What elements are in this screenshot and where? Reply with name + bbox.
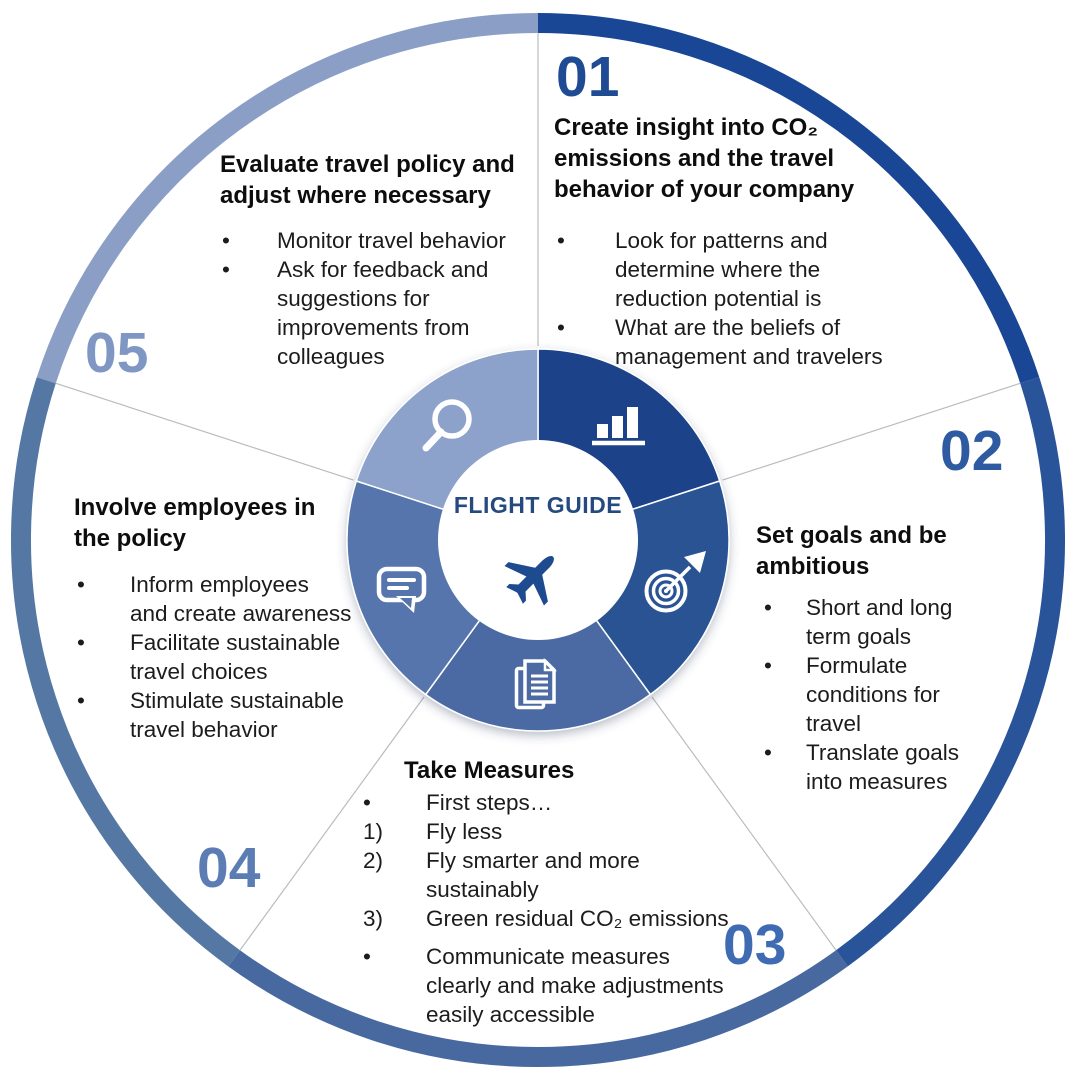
bullet-text: Inform employees and create awareness [130,572,352,626]
section-title-03: Take Measures [404,757,575,784]
bullet-marker: • [77,630,85,655]
outer-arc-04 [10,377,240,967]
documents-icon [514,657,558,710]
airplane-icon [504,556,554,606]
section-list-04: • Inform employees and create awareness … [77,570,377,744]
list-item: • Ask for feedback and suggestions for i… [222,255,552,371]
number-marker: 1) [363,819,384,844]
list-item: • Stimulate sustainable travel behavior [77,686,377,744]
section-title-02: Set goals and be ambitious [756,522,947,580]
slice-dividers [55,33,1021,951]
section-list-03: • First steps… 1) Fly less 2) Fly smarte… [363,788,793,1029]
center-title: FLIGHT GUIDE [453,492,623,518]
bullet-marker: • [764,653,772,678]
bullet-marker: • [363,790,371,815]
bullet-text: Short and long term goals [806,595,953,649]
list-item: • What are the beliefs of management and… [557,313,887,371]
number-marker: 2) [363,848,384,873]
list-item: • Inform employees and create awareness [77,570,377,628]
bullet-text: Fly less [426,819,503,844]
bullet-marker: • [764,740,772,765]
section-number-01: 01 [556,45,620,109]
number-marker: 3) [363,906,384,931]
section-number-04: 04 [197,836,261,900]
list-item: • Short and long term goals [764,593,994,651]
outer-arc-03 [228,950,848,1067]
bullet-marker: • [363,944,371,969]
outer-arc-02 [836,377,1066,967]
bullet-text: Formulate conditions for travel [806,653,940,736]
bullet-text: Fly smarter and more sustainably [426,848,640,902]
bullet-text: First steps… [426,790,553,815]
bullet-marker: • [557,315,565,340]
bullet-text: Translate goals into measures [806,740,959,794]
speech-bubble-icon [376,566,427,613]
list-item: • Facilitate sustainable travel choices [77,628,377,686]
section-title-05: Evaluate travel policy and adjust where … [220,151,515,209]
bullet-marker: • [77,688,85,713]
section-number-03: 03 [723,913,787,977]
center-circle [438,440,638,640]
list-item: • Translate goals into measures [764,738,994,796]
section-list-05: • Monitor travel behavior • Ask for feed… [222,226,552,371]
bullet-text: What are the beliefs of management and t… [615,315,883,369]
list-item: • Communicate measures clearly and make … [363,942,793,1029]
bullet-marker: • [764,595,772,620]
list-item: • First steps… [363,788,793,817]
magnifier-icon [422,399,472,452]
list-item: • Monitor travel behavior [222,226,552,255]
bullet-text: Stimulate sustainable travel behavior [130,688,344,742]
divider-04-05 [55,382,354,481]
bar-chart-icon [592,407,645,446]
bullet-text: Ask for feedback and suggestions for imp… [277,257,489,369]
bullet-marker: • [222,257,230,282]
divider-02-03 [651,696,837,951]
divider-01-02 [722,382,1021,481]
divider-03-04 [239,696,425,951]
list-item: • Look for patterns and determine where … [557,226,887,313]
section-title-01: Create insight into CO₂ emissions and th… [554,114,855,203]
section-title-04: Involve employees in the policy [74,494,316,552]
bullet-marker: • [557,228,565,253]
bullet-text: Communicate measures clearly and make ad… [426,944,724,1027]
outer-ring [10,13,1066,1067]
section-list-01: • Look for patterns and determine where … [557,226,887,371]
list-item: 3) Green residual CO₂ emissions [363,904,793,933]
section-list-02: • Short and long term goals • Formulate … [764,593,994,796]
list-item: 1) Fly less [363,817,793,846]
bullet-text: Look for patterns and determine where th… [615,228,828,311]
bullet-marker: • [222,228,230,253]
bullet-text: Facilitate sustainable travel choices [130,630,341,684]
list-item: 2) Fly smarter and more sustainably [363,846,793,904]
outer-arc-05 [36,13,539,384]
section-number-02: 02 [940,419,1004,483]
bullet-text: Green residual CO₂ emissions [426,906,729,931]
outer-arc-01 [537,13,1040,384]
bullet-marker: • [77,572,85,597]
section-number-05: 05 [85,321,149,385]
bullet-text: Monitor travel behavior [277,228,506,253]
target-icon [644,551,706,613]
list-item: • Formulate conditions for travel [764,651,994,738]
